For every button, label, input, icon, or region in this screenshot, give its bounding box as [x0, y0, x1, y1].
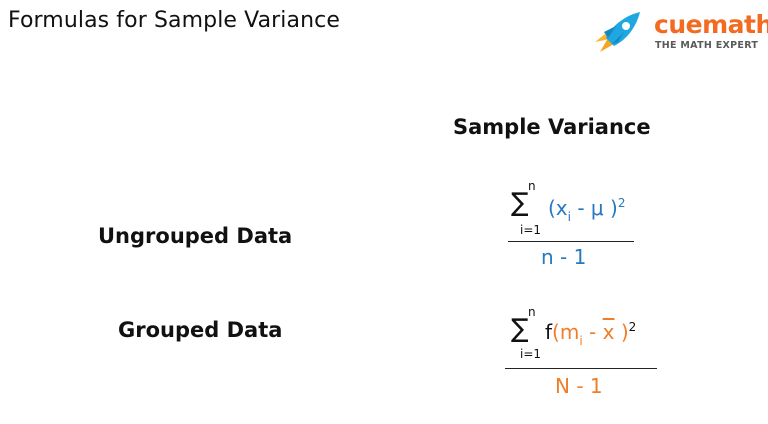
summation-symbol: ∑ — [511, 314, 529, 344]
sum-upper-limit: n — [528, 179, 536, 193]
numerator-close: ) — [614, 320, 629, 344]
row-label-grouped: Grouped Data — [118, 318, 283, 342]
rocket-icon — [595, 12, 640, 52]
numerator-mid: - — [582, 320, 603, 344]
summation-symbol: ∑ — [511, 188, 529, 218]
page-title: Formulas for Sample Variance — [8, 8, 340, 33]
frequency-symbol: f — [545, 320, 553, 344]
numerator: (xi - μ )2 — [548, 192, 625, 228]
numerator-subscript: i — [567, 210, 571, 224]
numerator-rest: - μ ) — [570, 196, 618, 220]
denominator: N - 1 — [555, 374, 603, 398]
sum-lower-limit: i=1 — [520, 347, 542, 361]
brand-name: cuemath — [654, 10, 768, 39]
numerator-open: (m — [552, 320, 580, 344]
formula-ungrouped: n ∑ i=1 (xi - μ )2 n - 1 — [508, 176, 638, 276]
sum-lower-limit: i=1 — [520, 223, 542, 237]
sum-upper-limit: n — [528, 305, 536, 319]
fraction-bar — [508, 241, 634, 242]
mean-x-bar: x — [602, 320, 615, 344]
numerator-open: (x — [548, 196, 568, 220]
denominator: n - 1 — [541, 245, 587, 269]
numerator-subscript: i — [579, 334, 583, 348]
cuemath-logo: cuemath THE MATH EXPERT — [590, 8, 768, 58]
formula-grouped: n ∑ i=1 f(mi - x )2 N - 1 — [505, 304, 665, 404]
exponent: 2 — [628, 320, 637, 334]
exponent: 2 — [617, 196, 626, 210]
fraction-bar — [505, 368, 657, 369]
row-label-ungrouped: Ungrouped Data — [98, 224, 293, 248]
brand-tagline: THE MATH EXPERT — [655, 40, 759, 51]
column-heading: Sample Variance — [453, 115, 651, 139]
numerator: f(mi - x )2 — [545, 316, 636, 352]
